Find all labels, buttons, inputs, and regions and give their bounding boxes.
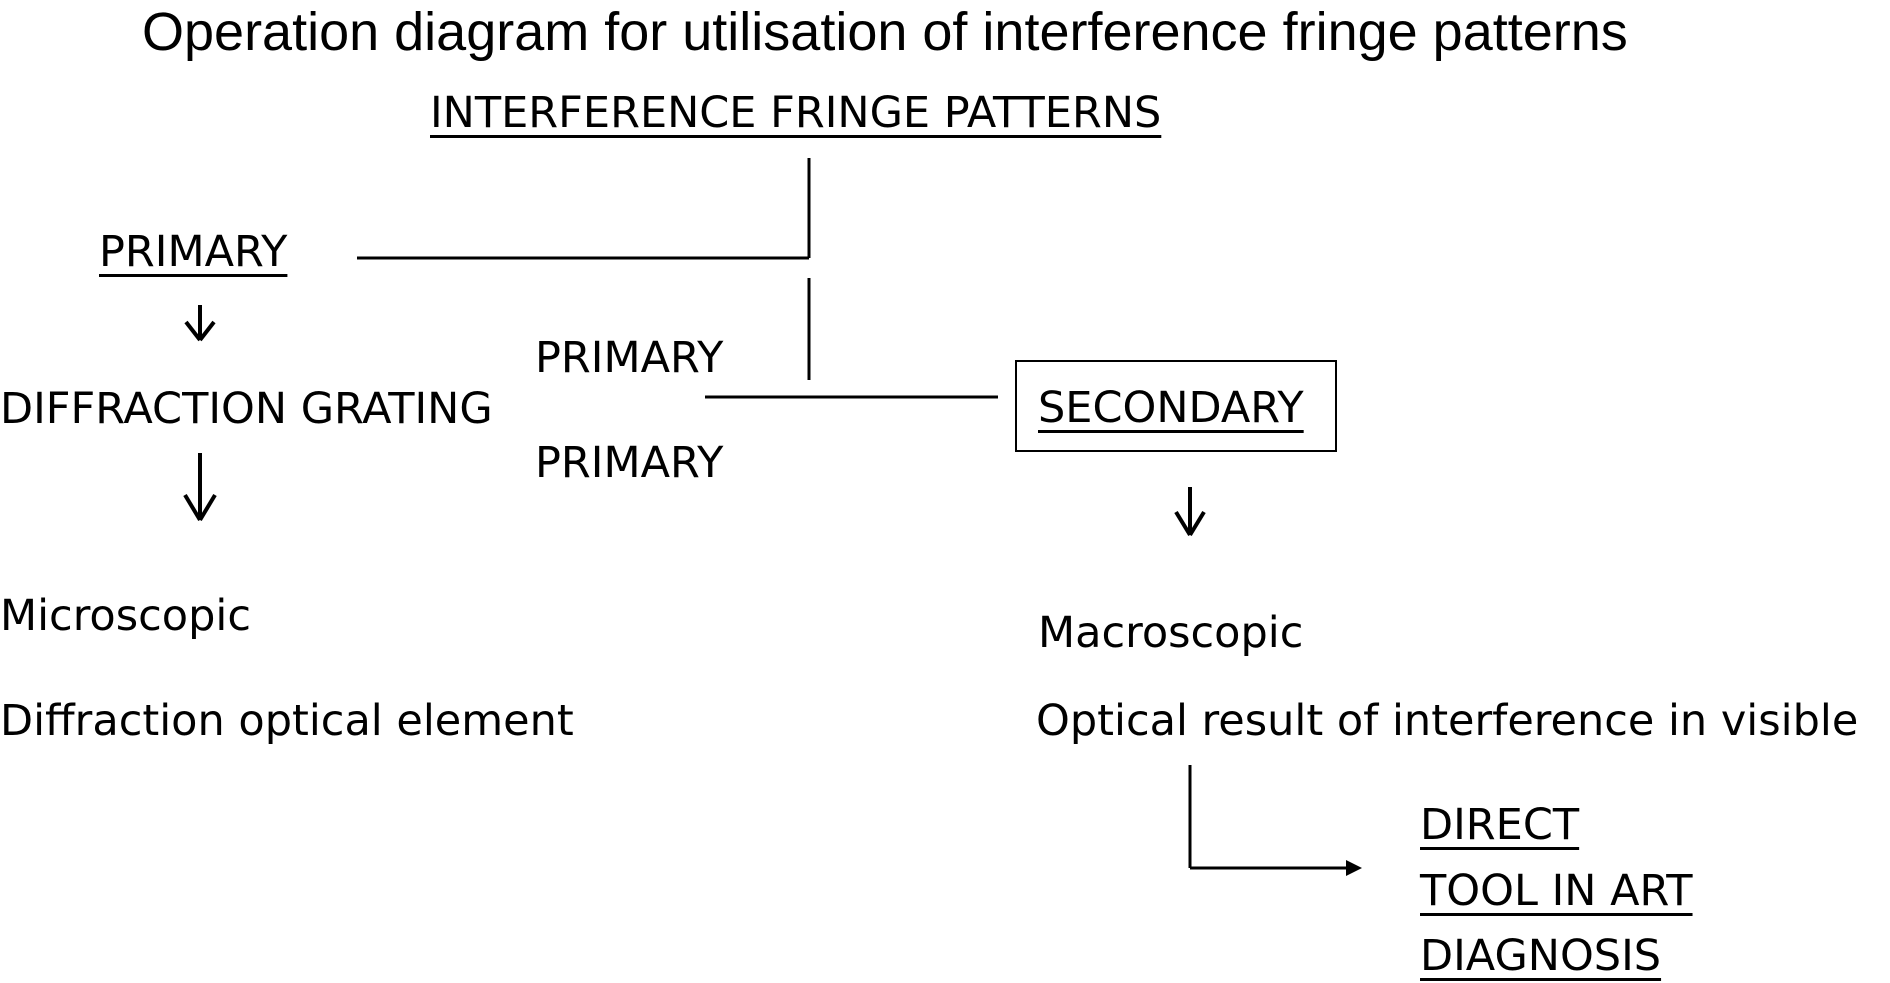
- elbow-arrow-right-icon: [1188, 765, 1362, 876]
- secondary-box: [1015, 360, 1337, 452]
- node-diagnosis: DIAGNOSIS: [1420, 931, 1662, 981]
- arrow-down-icon: [184, 305, 216, 342]
- node-secondary: SECONDARY: [1038, 383, 1304, 433]
- node-tool-in-art: TOOL IN ART: [1420, 866, 1693, 916]
- label-primary-lower: PRIMARY: [535, 438, 724, 488]
- arrow-down-icon: [183, 453, 217, 522]
- node-diffraction-grating: DIFFRACTION GRATING: [0, 384, 493, 434]
- label-primary-upper: PRIMARY: [535, 333, 724, 383]
- node-macroscopic: Macroscopic: [1038, 608, 1304, 658]
- node-optical-result: Optical result of interference in visibl…: [1036, 696, 1859, 746]
- node-microscopic: Microscopic: [0, 591, 251, 641]
- node-primary: PRIMARY: [99, 227, 288, 277]
- node-interference-fringe-patterns: INTERFERENCE FRINGE PATTERNS: [430, 88, 1162, 138]
- node-diffraction-optical-element: Diffraction optical element: [0, 696, 574, 746]
- node-direct: DIRECT: [1420, 800, 1580, 850]
- diagram-title: Operation diagram for utilisation of int…: [142, 2, 1628, 62]
- arrow-down-icon: [1174, 487, 1206, 537]
